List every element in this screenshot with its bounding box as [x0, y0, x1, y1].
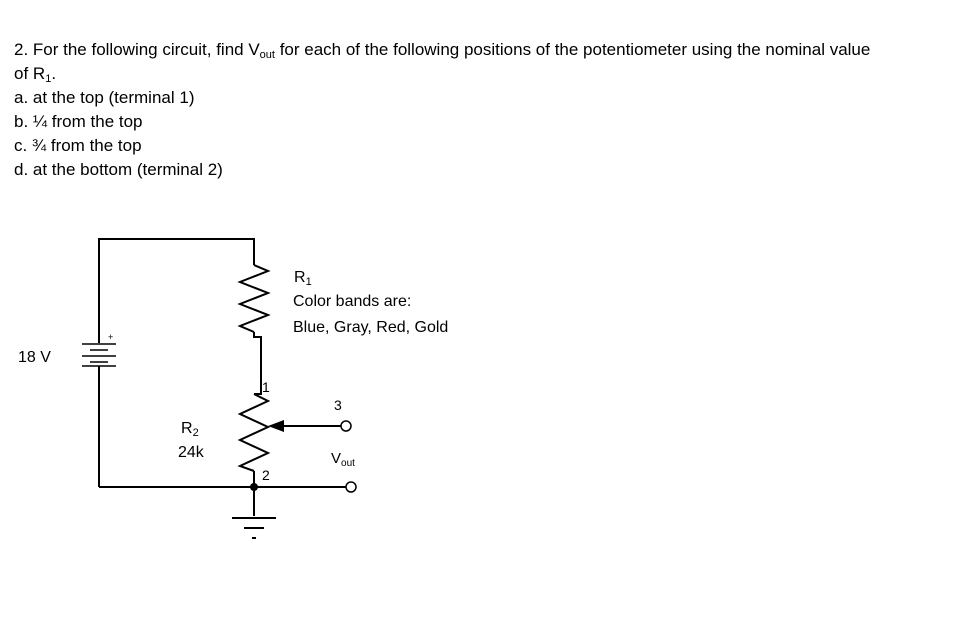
option-d: d. at the bottom (terminal 2) [14, 160, 223, 179]
r2-label: R2 [181, 420, 199, 439]
r2-potentiometer [237, 393, 271, 472]
question-text-part: 2. For the following circuit, find V [14, 40, 260, 59]
ground-icon [232, 517, 276, 539]
r1-note-line-2: Blue, Gray, Red, Gold [293, 319, 448, 336]
question-text: 2. For the following circuit, find Vout … [14, 38, 970, 182]
vout-terminal-top [340, 420, 352, 432]
question-text-part: of R [14, 64, 46, 83]
terminal-2-label: 2 [262, 467, 270, 483]
question-line-1: 2. For the following circuit, find Vout … [14, 38, 970, 62]
source-plus-sign: + [108, 332, 113, 342]
vout-terminal-bottom [345, 481, 357, 493]
terminal-1-label: 1 [262, 379, 270, 395]
question-line-2: of R1. [14, 62, 970, 86]
subscript: 1 [45, 73, 52, 85]
wiper-arrow [268, 420, 284, 432]
wire-terminal-1 [253, 332, 262, 395]
r1-resistor [237, 264, 271, 333]
terminal-3-label: 3 [334, 397, 342, 413]
vout-label: Vout [331, 450, 355, 469]
option-a: a. at the top (terminal 1) [14, 88, 195, 107]
r2-value: 24k [178, 444, 205, 461]
option-b: b. ¼ from the top [14, 112, 143, 131]
question-text-part: for each of the following positions of t… [274, 40, 871, 59]
subscript: out [259, 49, 275, 61]
question-text-part: . [51, 64, 57, 83]
r1-note-line-1: Color bands are: [293, 293, 411, 310]
battery-symbol [82, 343, 116, 367]
source-label: 18 V [18, 349, 51, 366]
wire-top [98, 238, 255, 343]
r1-label: R1 [294, 269, 312, 288]
junction-dot [250, 483, 258, 491]
option-c: c. ¾ from the top [14, 136, 142, 155]
